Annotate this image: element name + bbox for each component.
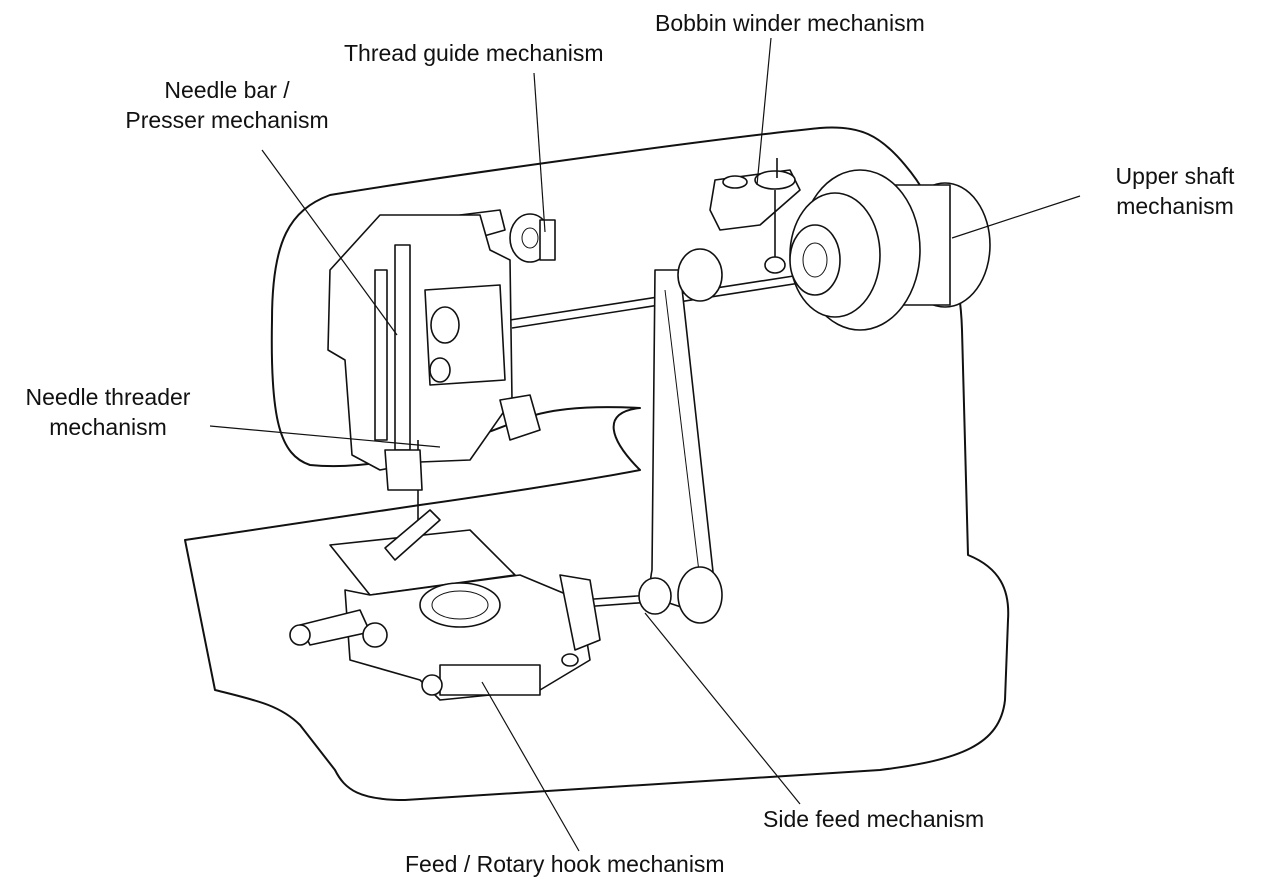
lower-shaft-collar	[638, 577, 672, 615]
rotary-hook	[419, 582, 501, 628]
presser-bar	[394, 244, 411, 451]
label-side-feed-mechanism: Side feed mechanism	[763, 806, 985, 832]
label-needle-threader-mechanism: Needle threader mechanism	[25, 384, 191, 440]
leader-needle-threader	[209, 425, 441, 448]
label-upper-shaft-mechanism: Upper shaft mechanism	[1115, 163, 1235, 219]
needle-bar	[374, 269, 388, 441]
belt-lower-pulley	[677, 566, 723, 624]
label-bobbin-winder-mechanism: Bobbin winder mechanism	[655, 10, 925, 36]
leader-needle-bar	[261, 149, 398, 336]
leader-side-feed	[644, 612, 801, 805]
leader-thread-guide	[533, 72, 546, 233]
belt-upper-pulley	[677, 248, 723, 302]
leader-bobbin-winder	[756, 37, 772, 186]
label-thread-guide-mechanism: Thread guide mechanism	[344, 40, 604, 66]
needle-bar-frame	[327, 214, 513, 471]
label-needle-bar-presser-mechanism: Needle bar / Presser mechanism	[125, 77, 329, 133]
label-feed-rotary-hook-mechanism: Feed / Rotary hook mechanism	[405, 851, 725, 877]
leader-feed-rotary	[481, 681, 580, 852]
leader-upper-shaft	[951, 195, 1081, 239]
bobbin-winder-spindle	[754, 170, 796, 190]
handwheel-hub	[789, 224, 841, 296]
machine-body-outline	[184, 126, 1010, 801]
